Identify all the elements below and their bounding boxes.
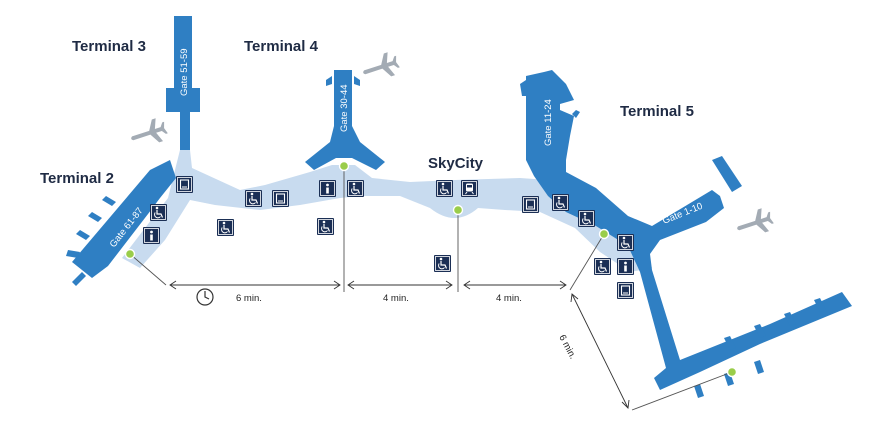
stop-dot-t5 bbox=[598, 228, 610, 240]
wheelchair-icon bbox=[316, 217, 335, 236]
wheelchair-icon bbox=[435, 179, 454, 198]
wheelchair-icon bbox=[244, 189, 263, 208]
train-icon bbox=[460, 179, 479, 198]
wheelchair-icon bbox=[577, 209, 596, 228]
wheelchair-icon bbox=[346, 179, 365, 198]
terminal-5-label: Terminal 5 bbox=[620, 103, 694, 120]
info-icon bbox=[142, 226, 161, 245]
walk-arrow-skycity-t5 bbox=[463, 280, 567, 290]
walk-arrow-t5-pier-f bbox=[570, 293, 630, 409]
wheelchair-icon bbox=[216, 218, 235, 237]
guide-line-t5 bbox=[569, 233, 605, 291]
walk-arrow-t2-t4 bbox=[169, 280, 341, 290]
wheelchair-icon bbox=[593, 257, 612, 276]
stop-dot-skycity bbox=[452, 204, 464, 216]
lift-icon bbox=[175, 175, 194, 194]
terminal-2-pier bbox=[72, 160, 176, 278]
walk-arrow-t4-skycity bbox=[347, 280, 453, 290]
wheelchair-icon bbox=[616, 233, 635, 252]
stop-dot-t2 bbox=[124, 248, 136, 260]
terminal-2-label: Terminal 2 bbox=[40, 170, 114, 187]
terminal-4-label: Terminal 4 bbox=[244, 38, 319, 55]
gate-label-t3: Gate 51-59 bbox=[179, 48, 190, 96]
guide-line-pier-f bbox=[631, 371, 733, 411]
info-icon bbox=[318, 179, 337, 198]
clock-icon bbox=[196, 288, 214, 306]
walk-time-t4-skycity: 4 min. bbox=[383, 293, 409, 304]
terminal-3-pier bbox=[166, 16, 200, 150]
concourse-walkway bbox=[122, 150, 652, 272]
terminal-4-pier bbox=[305, 70, 385, 170]
guide-line-t2 bbox=[129, 253, 167, 286]
terminal-5-pier bbox=[526, 70, 852, 390]
terminal-3-label: Terminal 3 bbox=[72, 38, 146, 55]
walk-time-t5-pier-f: 6 min. bbox=[556, 333, 578, 361]
info-icon bbox=[616, 257, 635, 276]
airplane-icon bbox=[131, 118, 168, 143]
gate-label-t5-north: Gate 11-24 bbox=[543, 99, 554, 146]
wheelchair-icon bbox=[551, 193, 570, 212]
airplane-icon bbox=[363, 52, 400, 77]
gate-label-t4: Gate 30-44 bbox=[339, 84, 350, 132]
skycity-label: SkyCity bbox=[428, 155, 484, 172]
walk-time-t2-t4: 6 min. bbox=[236, 293, 262, 304]
walk-time-skycity-t5: 4 min. bbox=[496, 293, 522, 304]
lift-icon bbox=[271, 189, 290, 208]
wheelchair-icon bbox=[149, 203, 168, 222]
stop-dot-t4 bbox=[338, 160, 350, 172]
stop-dot-pier-f bbox=[726, 366, 738, 378]
wheelchair-icon bbox=[433, 254, 452, 273]
lift-icon bbox=[616, 281, 635, 300]
airplane-icon bbox=[737, 208, 774, 233]
lift-icon bbox=[521, 195, 540, 214]
